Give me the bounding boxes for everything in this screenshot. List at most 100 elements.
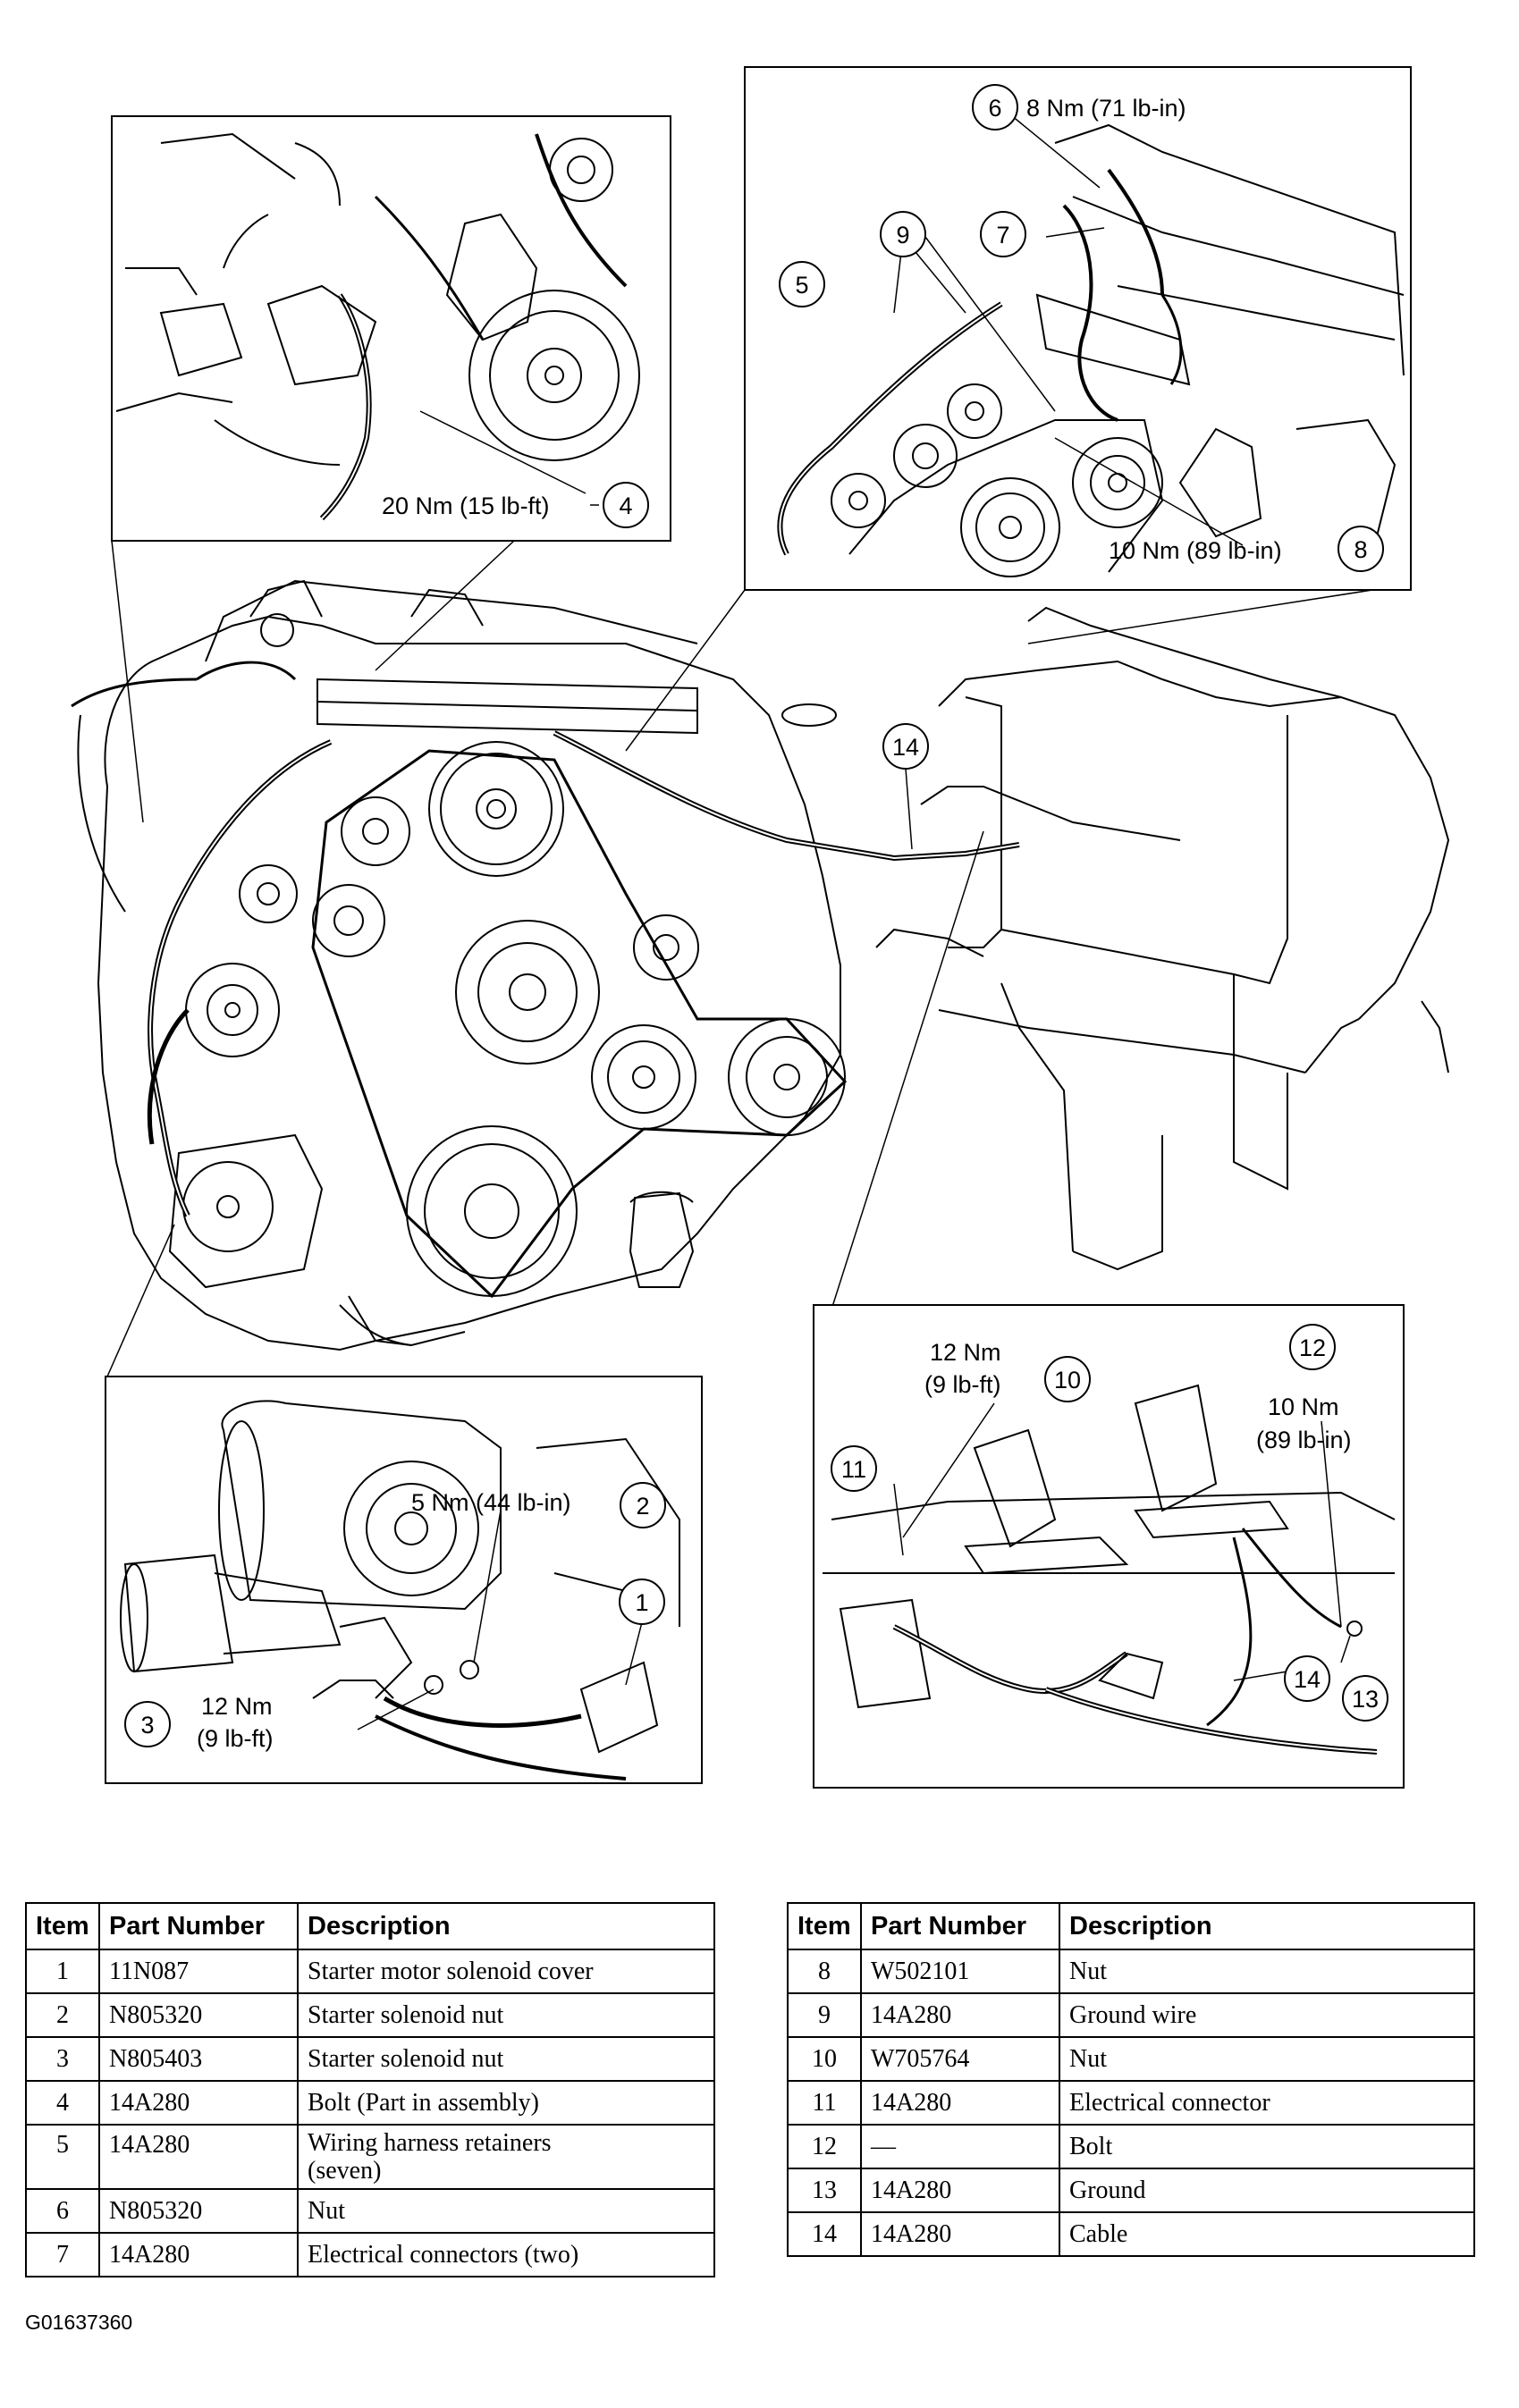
cell-desc-line2: (seven) bbox=[308, 2157, 382, 2185]
cell-item: 10 bbox=[787, 2036, 862, 2082]
torque-label-10-line1: 12 Nm bbox=[930, 1339, 1001, 1366]
cell-part: 14A280 bbox=[98, 2080, 299, 2126]
table-row: 9 14A280 Ground wire bbox=[787, 1992, 1475, 2038]
header-description: Description bbox=[297, 1902, 715, 1950]
header-part-number: Part Number bbox=[860, 1902, 1060, 1950]
cell-item: 11 bbox=[787, 2080, 862, 2126]
callout-7: 7 bbox=[996, 222, 1009, 248]
callout-5: 5 bbox=[795, 272, 808, 299]
callout-12-circle bbox=[1289, 1324, 1336, 1370]
callout-6-circle bbox=[972, 84, 1018, 131]
callout-14b-circle bbox=[1284, 1655, 1330, 1702]
header-item: Item bbox=[787, 1902, 862, 1950]
callout-11-circle bbox=[831, 1445, 877, 1492]
parts-table-left: Item Part Number Description 1 11N087 St… bbox=[25, 1902, 715, 2277]
cell-part: W705764 bbox=[860, 2036, 1060, 2082]
table-row: 2 N805320 Starter solenoid nut bbox=[25, 1992, 715, 2038]
cell-item: 14 bbox=[787, 2211, 862, 2257]
cell-part: N805403 bbox=[98, 2036, 299, 2082]
inset-bottom-left: 5 Nm (44 lb-in) 2 1 3 12 Nm (9 lb-ft) bbox=[105, 1376, 703, 1784]
callout-13-circle bbox=[1342, 1675, 1388, 1722]
table-row: 3 N805403 Starter solenoid nut bbox=[25, 2036, 715, 2082]
header-item: Item bbox=[25, 1902, 100, 1950]
callout-5-circle bbox=[779, 261, 825, 307]
cell-item: 8 bbox=[787, 1949, 862, 1994]
cell-part: 14A280 bbox=[860, 2080, 1060, 2126]
cell-desc-line1: Wiring harness retainers bbox=[308, 2129, 552, 2157]
cell-item: 5 bbox=[25, 2124, 100, 2190]
callout-1-circle bbox=[619, 1579, 665, 1625]
cell-item: 3 bbox=[25, 2036, 100, 2082]
cell-item: 2 bbox=[25, 1992, 100, 2038]
cell-item: 9 bbox=[787, 1992, 862, 2038]
cell-part: — bbox=[860, 2124, 1060, 2169]
header-description: Description bbox=[1059, 1902, 1475, 1950]
callout-10-circle bbox=[1044, 1356, 1091, 1402]
callout-3: 3 bbox=[140, 1712, 154, 1739]
torque-label-4: 20 Nm (15 lb-ft) bbox=[382, 493, 550, 519]
callout-8: 8 bbox=[1354, 536, 1367, 563]
torque-label-3-line1: 12 Nm bbox=[201, 1693, 273, 1720]
table-row: 6 N805320 Nut bbox=[25, 2188, 715, 2234]
inset-top-right: 6 8 Nm (71 lb-in) 9 7 5 10 Nm (89 lb-in)… bbox=[744, 66, 1412, 591]
cell-part: 14A280 bbox=[98, 2232, 299, 2277]
figure-id: G01637360 bbox=[25, 2311, 133, 2334]
torque-label-10-line2: (9 lb-ft) bbox=[924, 1371, 1001, 1398]
header-part-number: Part Number bbox=[98, 1902, 299, 1950]
callout-2: 2 bbox=[636, 1493, 649, 1520]
inset-top-left: 20 Nm (15 lb-ft) 4 bbox=[111, 115, 671, 542]
cell-desc: Electrical connector bbox=[1059, 2080, 1475, 2126]
cell-desc: Bolt (Part in assembly) bbox=[297, 2080, 715, 2126]
table-row: 11 14A280 Electrical connector bbox=[787, 2080, 1475, 2126]
main-engine-illustration bbox=[71, 579, 1450, 1351]
table-row: 7 14A280 Electrical connectors (two) bbox=[25, 2232, 715, 2277]
callout-12: 12 bbox=[1299, 1335, 1326, 1361]
leader-lines bbox=[106, 540, 1373, 1377]
cell-desc: Nut bbox=[1059, 1949, 1475, 1994]
table-row: 14 14A280 Cable bbox=[787, 2211, 1475, 2257]
callout-14: 14 bbox=[892, 734, 919, 761]
cell-part: 14A280 bbox=[860, 2168, 1060, 2213]
cell-desc: Wiring harness retainers (seven) bbox=[297, 2124, 715, 2190]
cell-part: N805320 bbox=[98, 2188, 299, 2234]
cell-desc: Electrical connectors (two) bbox=[297, 2232, 715, 2277]
cell-item: 1 bbox=[25, 1949, 100, 1994]
cell-item: 7 bbox=[25, 2232, 100, 2277]
callout-7-circle bbox=[980, 211, 1026, 257]
table-row: 1 11N087 Starter motor solenoid cover bbox=[25, 1949, 715, 1994]
callout-4-circle bbox=[603, 482, 649, 528]
callout-1: 1 bbox=[635, 1589, 648, 1616]
inset-bottom-right: 12 Nm (9 lb-ft) 10 12 10 Nm (89 lb-in) 1… bbox=[813, 1304, 1405, 1789]
table-row: 5 14A280 Wiring harness retainers (seven… bbox=[25, 2124, 715, 2190]
cell-desc: Ground wire bbox=[1059, 1992, 1475, 2038]
cell-desc: Starter solenoid nut bbox=[297, 2036, 715, 2082]
cell-part: 11N087 bbox=[98, 1949, 299, 1994]
table-row: 4 14A280 Bolt (Part in assembly) bbox=[25, 2080, 715, 2126]
torque-label-8: 10 Nm (89 lb-in) bbox=[1109, 537, 1282, 564]
callout-3-circle bbox=[124, 1701, 171, 1747]
callout-13: 13 bbox=[1352, 1686, 1379, 1713]
callout-2-circle bbox=[620, 1482, 666, 1528]
cell-item: 4 bbox=[25, 2080, 100, 2126]
cell-part: 14A280 bbox=[860, 1992, 1060, 2038]
engine-wiring-diagram: 20 Nm (15 lb-ft) 4 bbox=[71, 66, 1450, 1789]
torque-label-2: 5 Nm (44 lb-in) bbox=[411, 1489, 571, 1516]
cell-item: 13 bbox=[787, 2168, 862, 2213]
callout-14b: 14 bbox=[1294, 1666, 1321, 1693]
cell-item: 6 bbox=[25, 2188, 100, 2234]
callout-4: 4 bbox=[619, 493, 632, 519]
table-row: 13 14A280 Ground bbox=[787, 2168, 1475, 2213]
callout-9: 9 bbox=[896, 222, 909, 248]
torque-label-6: 8 Nm (71 lb-in) bbox=[1026, 95, 1186, 122]
cell-part: 14A280 bbox=[860, 2211, 1060, 2257]
callout-6: 6 bbox=[988, 95, 1001, 122]
cell-desc: Starter solenoid nut bbox=[297, 1992, 715, 2038]
table-header-row: Item Part Number Description bbox=[787, 1902, 1475, 1950]
callout-10: 10 bbox=[1054, 1367, 1081, 1393]
cell-desc: Bolt bbox=[1059, 2124, 1475, 2169]
callout-11: 11 bbox=[841, 1456, 866, 1483]
cell-part: 14A280 bbox=[98, 2124, 299, 2190]
cell-part: N805320 bbox=[98, 1992, 299, 2038]
table-header-row: Item Part Number Description bbox=[25, 1902, 715, 1950]
cell-item: 12 bbox=[787, 2124, 862, 2169]
